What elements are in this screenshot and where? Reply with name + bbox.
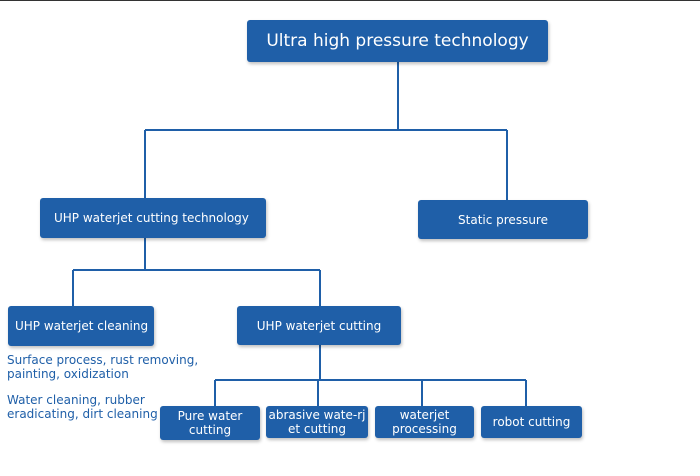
node-waterjet-processing: waterjet processing <box>375 406 474 438</box>
top-border-line <box>0 0 700 1</box>
root-node: Ultra high pressure technology <box>247 20 548 62</box>
node-uhp-waterjet-cleaning: UHP waterjet cleaning <box>8 306 154 346</box>
cleaning-note-water: Water cleaning, rubber eradicating, dirt… <box>7 393 158 421</box>
node-robot-cutting: robot cutting <box>481 406 582 438</box>
node-uhp-waterjet-cutting: UHP waterjet cutting <box>237 306 401 345</box>
node-pure-water-cutting: Pure water cutting <box>160 406 260 440</box>
cleaning-note-surface: Surface process, rust removing, painting… <box>7 353 199 381</box>
node-uhp-waterjet-cutting-technology: UHP waterjet cutting technology <box>40 198 266 238</box>
node-static-pressure: Static pressure <box>418 200 588 239</box>
node-abrasive-waterjet-cutting: abrasive wate-rjet cutting <box>266 406 368 438</box>
